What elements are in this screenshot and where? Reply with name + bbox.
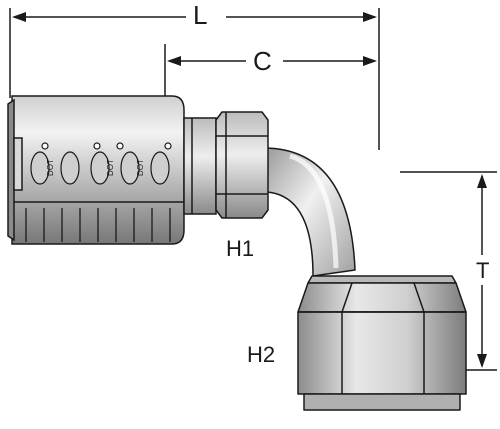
dimension-c bbox=[164, 44, 377, 100]
crimp-ferrule: DOT DOT DOT bbox=[7, 95, 185, 245]
crimp-ridges bbox=[25, 208, 171, 242]
ferrule-marking-text: DOT bbox=[136, 159, 145, 176]
dimension-label-h2: H2 bbox=[247, 342, 276, 367]
dimension-label-l: L bbox=[193, 0, 208, 30]
swivel-nut-h2 bbox=[297, 275, 467, 411]
hex-nut-h1 bbox=[215, 111, 269, 219]
dimension-label-h1: H1 bbox=[226, 236, 255, 261]
ferrule-markings bbox=[30, 142, 172, 185]
dimension-l bbox=[9, 8, 380, 150]
ferrule-marking-text: DOT bbox=[106, 159, 115, 176]
dimension-t bbox=[400, 171, 497, 371]
ferrule-marking-text: DOT bbox=[46, 159, 55, 176]
dimension-label-c: C bbox=[253, 46, 272, 76]
collar bbox=[183, 117, 217, 215]
dimension-label-t: T bbox=[476, 258, 490, 283]
